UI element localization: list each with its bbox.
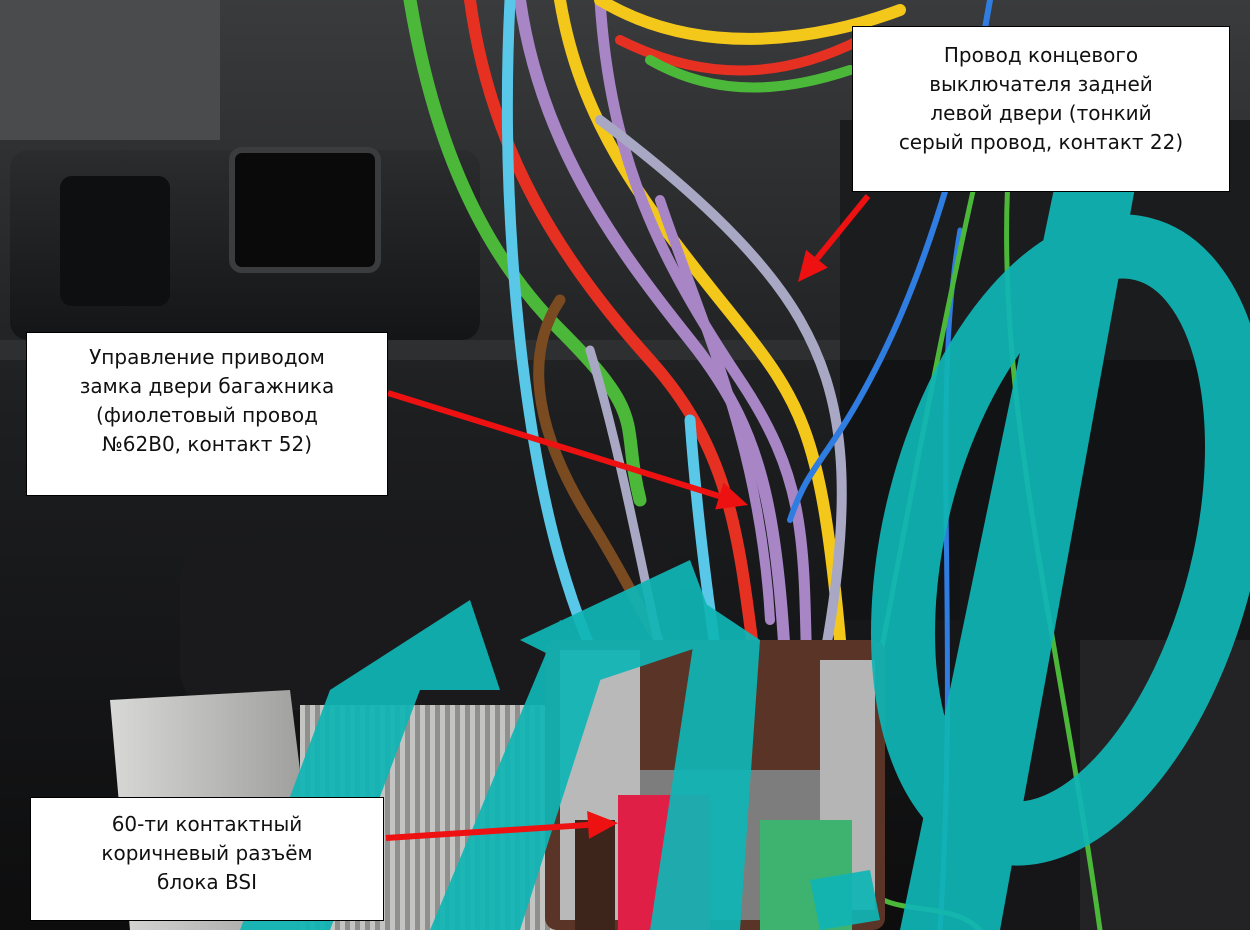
wire	[615, 35, 865, 76]
wire	[514, 0, 796, 766]
callout-line: (фиолетовый провод	[96, 403, 318, 427]
watermark-bowl	[871, 214, 1250, 866]
arrow-head	[715, 482, 748, 510]
wire	[645, 55, 855, 93]
callout-door-switch: Провод концевого выключателя задней лево…	[852, 26, 1230, 192]
watermark-stroke	[430, 620, 610, 930]
callout-line: левой двери (тонкий	[930, 101, 1152, 125]
callout-line: Провод концевого	[943, 43, 1139, 67]
watermark-stroke	[330, 600, 500, 690]
callout-line: блока BSI	[156, 870, 257, 894]
callout-line: Управление приводом	[89, 345, 325, 369]
arrow-head	[587, 810, 618, 839]
watermark-stroke	[900, 160, 1140, 930]
callout-line: 60-ти контактный	[111, 812, 303, 836]
watermark-stroke	[810, 870, 880, 930]
wire	[594, 0, 906, 45]
callout-bsi-connector: 60-ти контактный коричневый разъём блока…	[30, 797, 384, 921]
watermark-stroke	[650, 600, 760, 930]
callout-line: коричневый разъём	[101, 841, 313, 865]
callout-line: серый провод, контакт 22)	[898, 130, 1184, 154]
arrow-shaft	[814, 194, 871, 261]
annotation-arrows	[385, 194, 871, 841]
callout-line: выключателя задней	[929, 72, 1153, 96]
watermark-stroke	[520, 560, 720, 680]
callout-trunk-lock: Управление приводом замка двери багажник…	[26, 332, 388, 496]
arrow-shaft	[385, 821, 589, 841]
wire	[655, 195, 775, 625]
arrow-head	[798, 249, 828, 282]
callout-line: №62B0, контакт 52)	[101, 432, 313, 456]
callout-line: замка двери багажника	[79, 374, 335, 398]
wire	[554, 0, 846, 646]
arrow-shaft	[387, 390, 721, 499]
